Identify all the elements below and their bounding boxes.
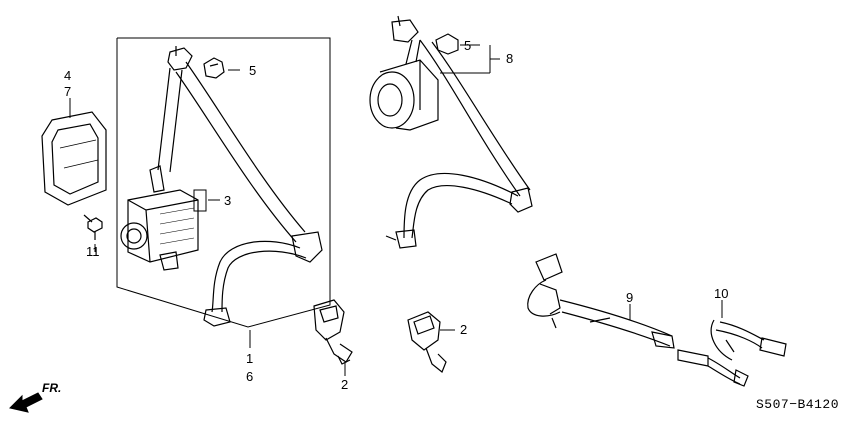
callout-6: 6: [246, 369, 254, 384]
direction-label: FR.: [42, 381, 62, 395]
callout-9: 9: [626, 290, 634, 305]
bolt-part: [84, 215, 102, 240]
assembly-frame: [117, 38, 330, 327]
callout-11: 11: [86, 244, 100, 259]
rear-belt-assembly: [370, 16, 532, 248]
callout-2-center: 2: [460, 322, 468, 337]
double-buckle-part: [678, 320, 786, 386]
callout-10: 10: [714, 286, 729, 301]
callout-8: 8: [506, 51, 514, 66]
anchor-cover-part: [204, 58, 224, 78]
callout-7: 7: [64, 84, 72, 99]
front-direction-arrow-icon: [10, 393, 42, 412]
buckle-part-center: [408, 312, 446, 372]
callout-4: 4: [64, 68, 72, 83]
rear-buckle-part: [528, 254, 674, 348]
diagram-code: S507−B4120: [756, 397, 840, 412]
leader-lines: [70, 45, 722, 376]
callout-1: 1: [246, 351, 254, 366]
callout-5-left: 5: [249, 63, 257, 78]
callout-5-right: 5: [464, 38, 472, 53]
front-belt-assembly: [121, 46, 322, 326]
callout-3: 3: [224, 193, 232, 208]
buckle-part-left: [314, 300, 352, 364]
cover-part: [42, 112, 106, 205]
callout-2-left: 2: [341, 377, 349, 392]
anchor-cover-part-rear: [436, 34, 458, 54]
